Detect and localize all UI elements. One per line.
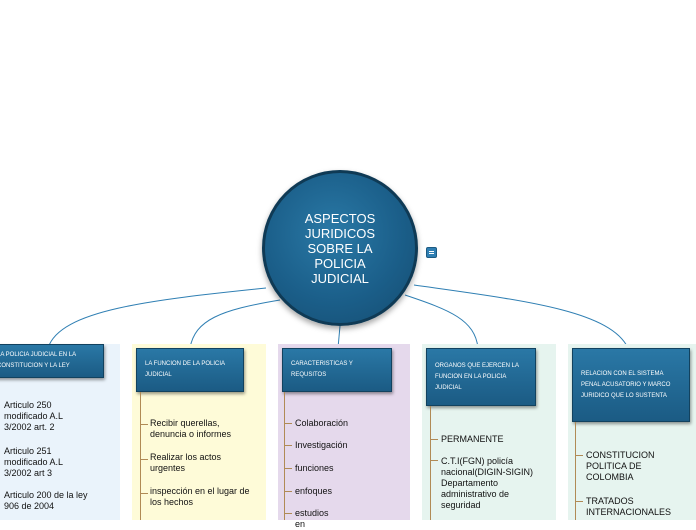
branch-3-header[interactable]: CARACTERISTICAS Y REQUSITOS — [282, 348, 392, 392]
list-item[interactable]: CONSTITUCION POLITICA DE COLOMBIA — [586, 450, 655, 482]
branch-3-title: CARACTERISTICAS Y REQUSITOS — [291, 361, 353, 378]
branch-3-tick — [284, 491, 292, 492]
branch-2-header[interactable]: LA FUNCION DE LA POLICIA JUDICIAL — [136, 348, 244, 392]
branch-3-tick — [284, 513, 292, 514]
list-item[interactable]: PERMANENTE — [441, 434, 504, 444]
note-icon[interactable] — [426, 247, 437, 258]
branch-2-tick — [140, 424, 148, 425]
branch-5-tick — [575, 501, 583, 502]
branch-2-tick — [140, 459, 148, 460]
list-item[interactable]: Colaboración — [295, 418, 349, 428]
list-item[interactable]: Investigación — [295, 440, 348, 450]
list-item[interactable]: estudios en — [295, 508, 329, 529]
central-topic-title: ASPECTOS JURIDICOS SOBRE LA POLICIA JUDI… — [304, 210, 376, 286]
branch-4-tree-line — [430, 406, 431, 520]
branch-5-title: RELACION CON EL SISTEMA PENAL ACUSATORIO… — [581, 370, 671, 399]
list-item[interactable]: Articulo 251 modificado A.L 3/2002 art 3 — [4, 446, 63, 478]
list-item[interactable]: C.T.I(FGN) policía nacional(DIGIN-SIGIN)… — [441, 456, 534, 510]
branch-3-tick — [284, 468, 292, 469]
connector-branch-2 — [189, 299, 281, 349]
branch-1-header[interactable]: LA POLICIA JUDICIAL EN LA CONSTITUCION Y… — [0, 344, 104, 378]
list-item[interactable]: Articulo 250 modificado A.L 3/2002 art. … — [4, 400, 63, 432]
list-item[interactable]: TRATADOS INTERNACIONALES — [586, 496, 672, 517]
list-item[interactable]: enfoques — [295, 486, 333, 496]
list-item[interactable]: inspección en el lugar de los hechos — [150, 486, 250, 507]
connector-branch-5 — [413, 284, 629, 349]
list-item[interactable]: Realizar los actos urgentes — [150, 452, 222, 473]
branch-3-tick — [284, 423, 292, 424]
branch-5-header[interactable]: RELACION CON EL SISTEMA PENAL ACUSATORIO… — [572, 348, 690, 422]
branch-2-title: LA FUNCION DE LA POLICIA JUDICIAL — [145, 361, 225, 378]
branch-3-tick — [284, 445, 292, 446]
branch-4-header[interactable]: ORGANOS QUE EJERCEN LA FUNCION EN LA POL… — [426, 348, 536, 406]
list-item[interactable]: Recibir querellas, denuncia o informes — [150, 418, 232, 439]
connector-branch-1 — [47, 287, 267, 349]
branch-3-tree-line — [284, 392, 285, 520]
branch-4-tick — [430, 460, 438, 461]
branch-2-tree-line — [140, 392, 141, 520]
central-topic[interactable]: ASPECTOS JURIDICOS SOBRE LA POLICIA JUDI… — [262, 170, 418, 326]
branch-2-tick — [140, 493, 148, 494]
branch-5-tree-line — [575, 422, 576, 520]
list-item[interactable]: Articulo 200 de la ley 906 de 2004 — [4, 490, 88, 511]
branch-1-title: LA POLICIA JUDICIAL EN LA CONSTITUCION Y… — [0, 352, 76, 369]
connector-branch-4 — [404, 294, 479, 349]
list-item[interactable]: funciones — [295, 463, 334, 473]
branch-4-tick — [430, 439, 438, 440]
branch-5-tick — [575, 455, 583, 456]
branch-4-title: ORGANOS QUE EJERCEN LA FUNCION EN LA POL… — [435, 362, 519, 391]
